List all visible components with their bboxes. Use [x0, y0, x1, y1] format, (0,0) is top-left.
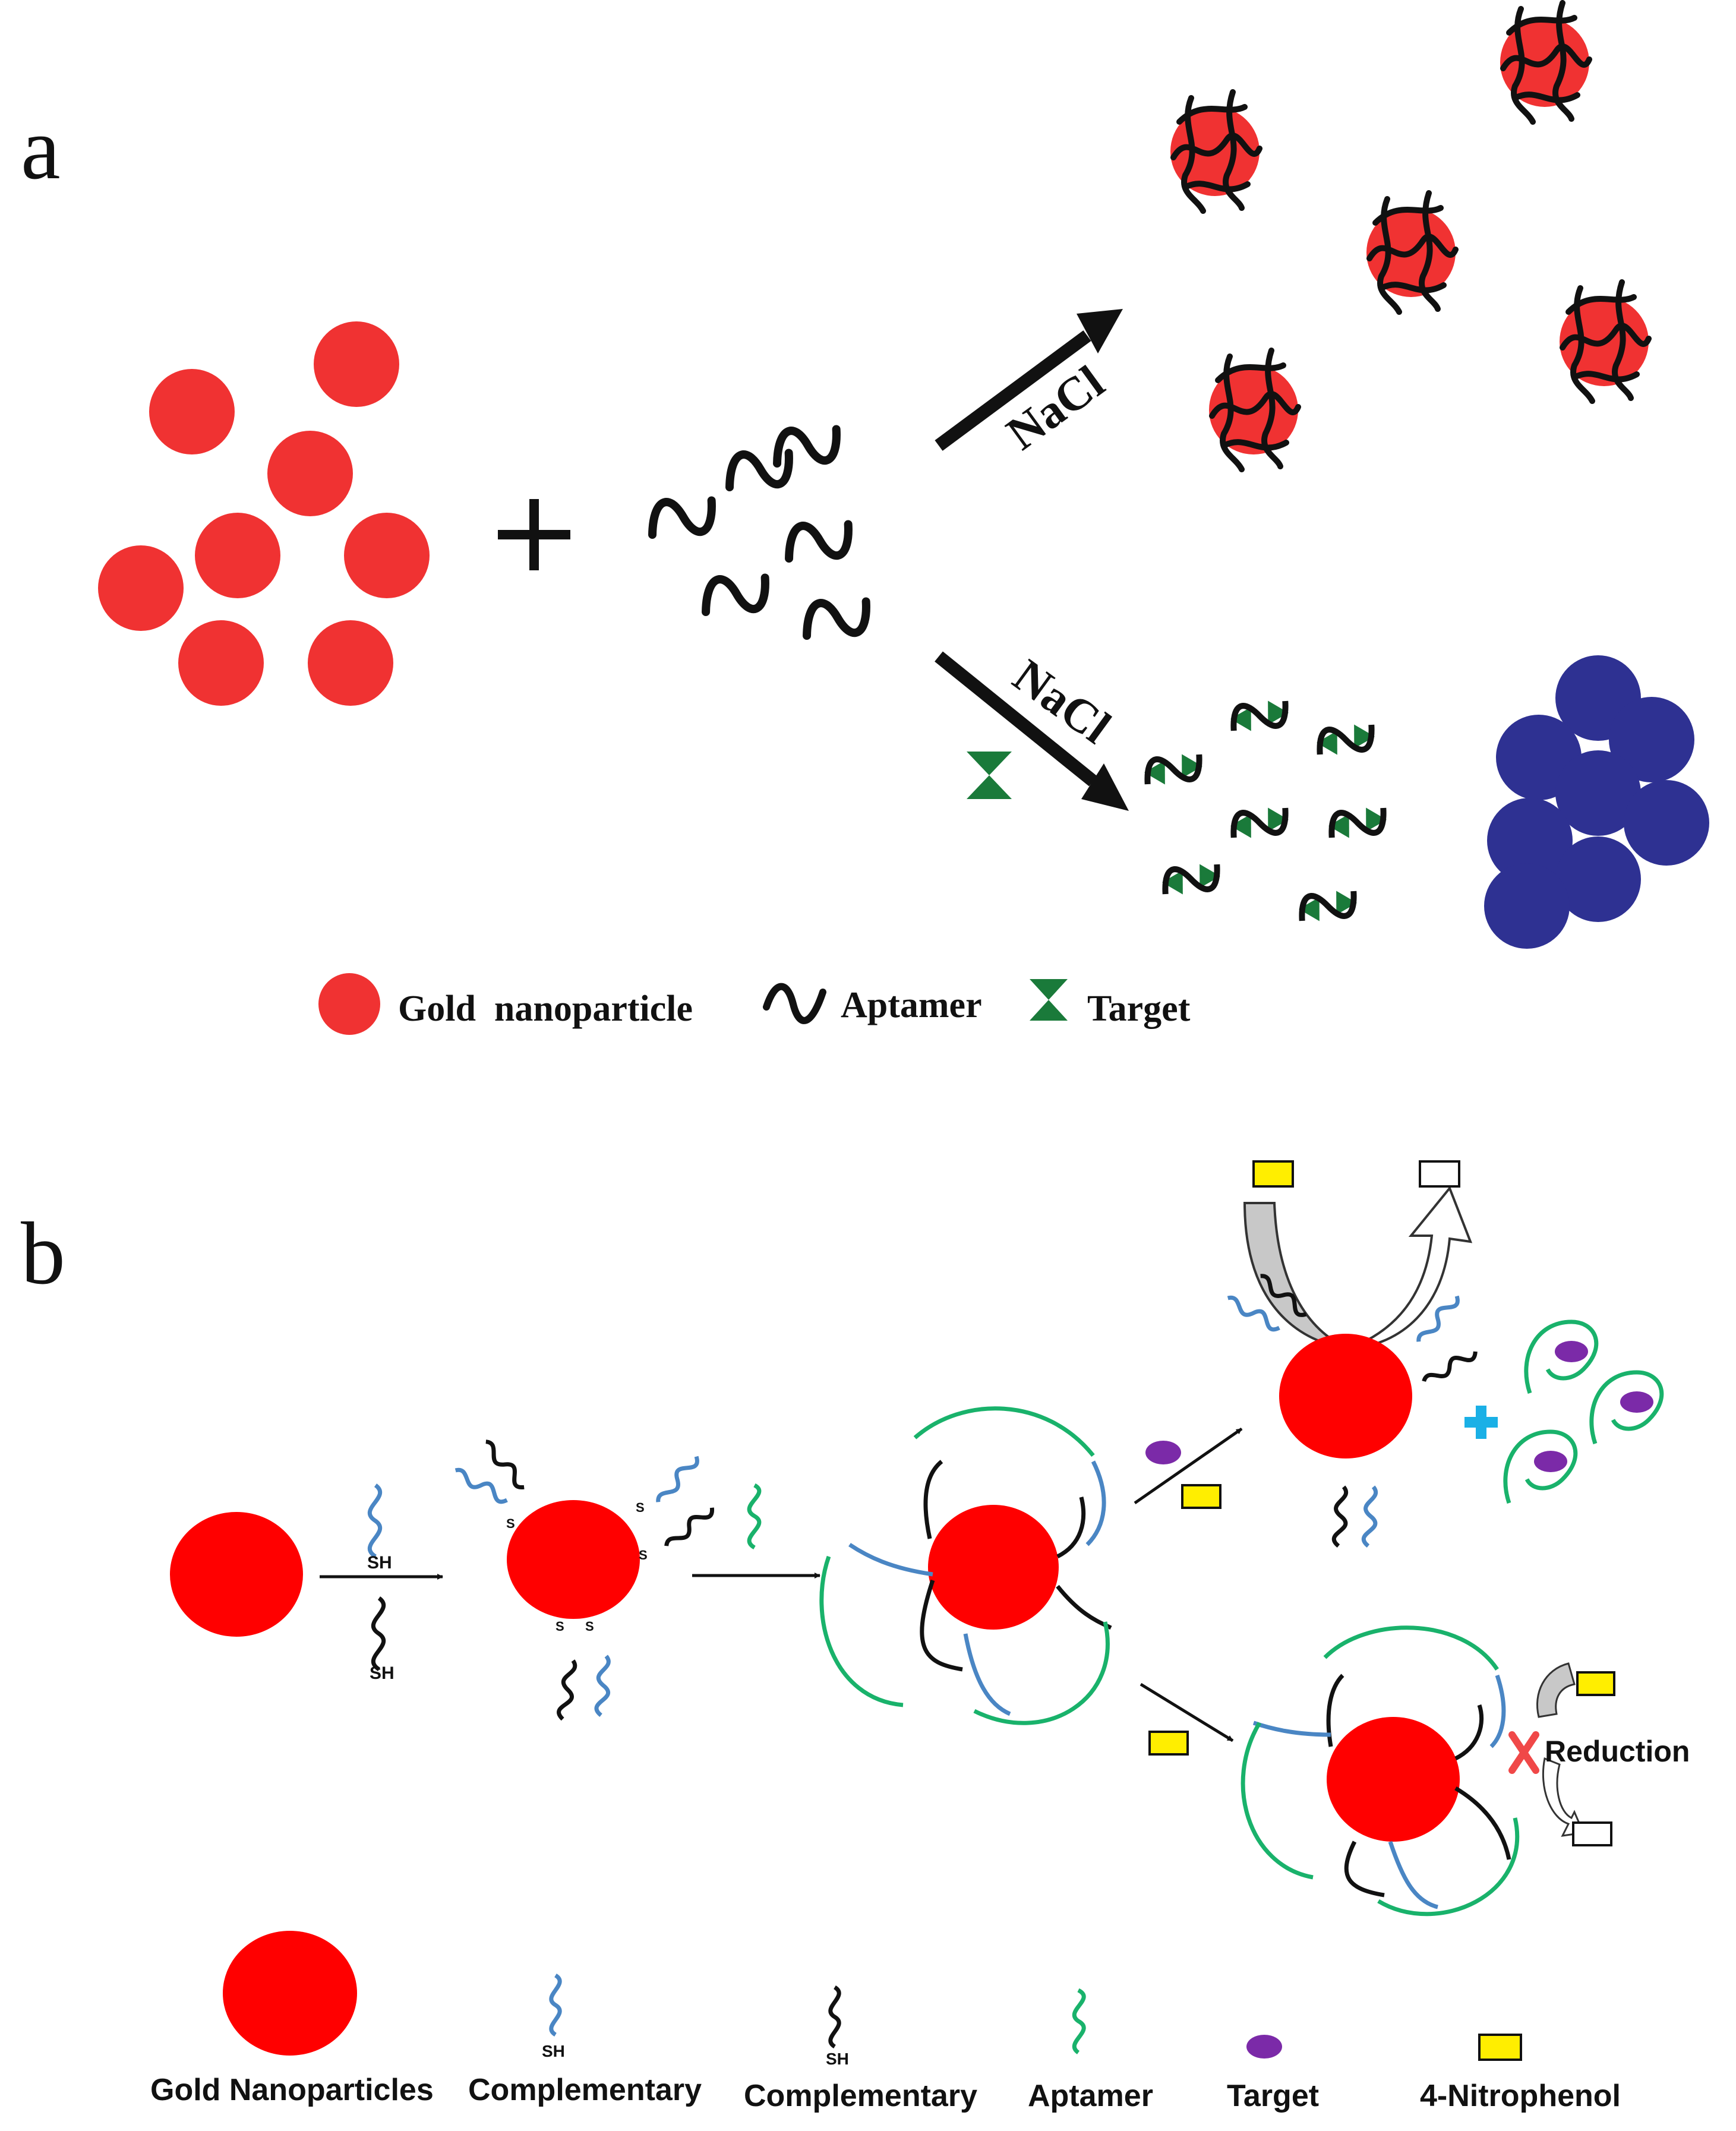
arrow-up-nacl: NaCl — [935, 309, 1123, 460]
legend-aptamer-icon — [763, 983, 826, 1024]
legend-gold-label: Gold nanoparticle — [398, 989, 693, 1029]
gold-nanoparticle — [267, 431, 353, 516]
arrow-down-nacl: NaCl — [935, 649, 1129, 811]
aptamer-strand — [803, 597, 870, 640]
aptamer-strand — [725, 449, 793, 491]
s-label: S — [555, 1619, 564, 1634]
legend-nitrophenol-label: 4-Nitrophenol — [1420, 2079, 1621, 2113]
aptamer-target-complexes — [1144, 700, 1387, 921]
legend-gold-nanoparticle-icon — [318, 973, 380, 1035]
nitrophenol-icon — [1148, 1731, 1189, 1756]
legend-target-icon — [1030, 979, 1068, 1021]
aptamer-target-complex — [1144, 754, 1202, 785]
legend-target-icon — [1246, 2035, 1282, 2059]
aggregated-nanoparticles — [1484, 655, 1709, 949]
gold-nanoparticle — [314, 321, 399, 407]
aptamer-coated-nanoparticle — [1209, 348, 1301, 472]
plus-icon — [1464, 1406, 1498, 1439]
bare-gold-nanoparticle — [170, 1512, 303, 1637]
panel-a-label: a — [21, 99, 61, 198]
panel-a-legend: Gold nanoparticle Aptamer Target — [318, 973, 1191, 1035]
legend-complementary-black-icon — [828, 1985, 841, 2048]
gold-nanoparticle-group — [98, 321, 430, 706]
legend-aptamer-label: Aptamer — [841, 985, 982, 1025]
legend-complementary-label-2: Complementary — [744, 2079, 977, 2113]
gold-nanoparticle — [98, 545, 184, 631]
s-label: S — [636, 1500, 645, 1515]
free-aptamers — [648, 425, 870, 640]
plus-icon — [498, 499, 570, 570]
legend-complementary-label-1: Complementary — [468, 2073, 702, 2107]
aptamer-target-complex — [1230, 700, 1289, 731]
panel-b: b SH SH S S S S — [21, 1160, 1690, 2113]
reduction-arrow-shell — [1243, 1202, 1349, 1350]
legend-nitrophenol-icon — [1478, 2034, 1522, 2061]
legend-aptamer-icon — [1072, 1988, 1086, 2054]
aptamer-coated-nanoparticle — [1500, 0, 1592, 125]
gold-nanoparticle — [308, 620, 393, 706]
gold-nanoparticle — [344, 513, 430, 598]
aptamer-target-complex — [1317, 724, 1375, 755]
arrow-down-nacl-label: NaCl — [1003, 649, 1120, 754]
aptamer-target-complex — [1162, 864, 1220, 895]
gold-nanoparticle — [149, 369, 235, 454]
aptamer-target-complex — [1230, 807, 1289, 838]
aptamer-strand — [773, 425, 841, 468]
gold-nanoparticle — [195, 513, 280, 598]
aptamer-strand — [702, 573, 769, 616]
s-label: S — [506, 1516, 515, 1531]
legend-gold-nanoparticles-icon — [223, 1931, 357, 2056]
s-label: S — [585, 1619, 594, 1634]
sh-label-1: SH — [367, 1553, 392, 1573]
s-label: S — [639, 1548, 648, 1562]
legend-sh-label-1: SH — [542, 2042, 565, 2060]
aptamer-coated-nanoparticle — [1366, 190, 1459, 315]
aptamer-target-complex — [1299, 891, 1357, 921]
aptamer-coated-nanoparticle — [1560, 279, 1652, 404]
aptamer-target-complexes-b — [1503, 1319, 1664, 1504]
step2-reagents — [692, 1483, 820, 1578]
panel-a: a NaCl — [21, 0, 1709, 1035]
panel-b-legend: Gold Nanoparticles SH Complementary SH C… — [150, 1931, 1621, 2113]
target-icon — [967, 752, 1012, 799]
cross-icon — [1508, 1731, 1539, 1774]
branch-arrow-down — [1140, 1682, 1234, 1742]
legend-sh-label-2: SH — [826, 2050, 849, 2068]
legend-aptamer-label: Aptamer — [1028, 2079, 1153, 2113]
aptamer-coated-nanoparticle — [1170, 89, 1262, 214]
gold-nanoparticle — [178, 620, 264, 706]
nitrophenol-icon — [1181, 1484, 1221, 1509]
stabilized-nanoparticles — [1170, 0, 1652, 472]
branch-arrow-up — [1134, 1427, 1243, 1505]
step1-reagents: SH SH — [320, 1483, 443, 1683]
panel-b-label: b — [21, 1204, 65, 1303]
legend-complementary-blue-icon — [549, 1974, 562, 2037]
legend-gold-nanoparticles-label: Gold Nanoparticles — [150, 2073, 434, 2107]
blocked-nanoparticle: Reduction — [1241, 1625, 1690, 1917]
catalytic-nanoparticle — [1227, 1160, 1478, 1548]
aptamer-target-complex — [1328, 807, 1387, 838]
nanoparticle-with-complementary: S S S S S — [454, 1439, 714, 1721]
aptamer-strand — [648, 496, 716, 539]
legend-target-label: Target — [1227, 2079, 1319, 2113]
aptamer-strand — [785, 520, 853, 563]
target-ellipse — [1145, 1441, 1181, 1464]
nanoparticle-with-duplexes — [819, 1406, 1112, 1725]
arrow-up-nacl-label: NaCl — [998, 356, 1114, 460]
sh-label-2: SH — [370, 1663, 394, 1683]
reduction-label: Reduction — [1545, 1735, 1690, 1768]
legend-target-label: Target — [1087, 989, 1191, 1029]
